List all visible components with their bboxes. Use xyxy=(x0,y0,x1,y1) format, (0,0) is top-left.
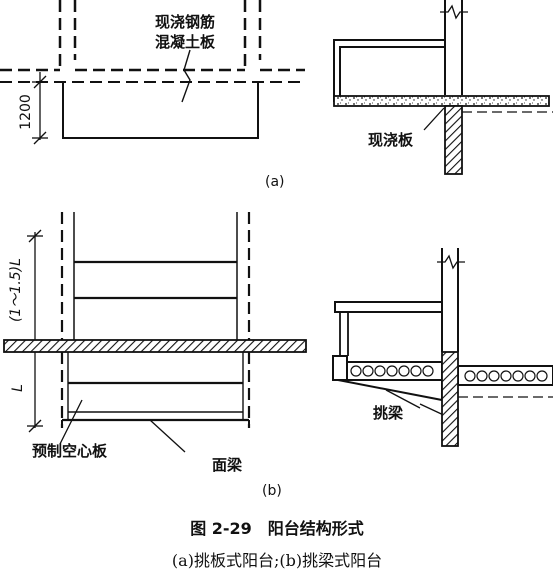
face-beam-label: 面梁 xyxy=(212,456,243,474)
slab-label-line2: 混凝土板 xyxy=(155,33,216,51)
section-a-wall-hatch xyxy=(444,105,463,175)
slab-label-line1: 现浇钢筋 xyxy=(155,13,215,31)
dimension-1200: 1200 xyxy=(18,94,34,130)
panel-b-wall-hatch xyxy=(3,339,307,353)
panel-a-tag: (a) xyxy=(265,174,285,190)
dim-lower: L xyxy=(10,384,26,392)
section-label-slab: 现浇板 xyxy=(368,131,414,149)
panel-a-plan xyxy=(0,0,305,145)
panel-b-plan xyxy=(27,212,251,453)
hollow-slab-label: 预制空心板 xyxy=(32,442,108,460)
panel-b-tag: (b) xyxy=(262,483,282,499)
interior-slab-section xyxy=(457,365,553,386)
panel-a-section xyxy=(333,0,468,102)
section-a-leader xyxy=(423,107,445,131)
caption-subtitle: (a)挑板式阳台;(b)挑梁式阳台 xyxy=(172,551,382,570)
cantilever-slab-section xyxy=(333,95,550,107)
section-b-wall-hatch xyxy=(441,351,459,447)
dim-upper: (1～1.5)L xyxy=(8,258,24,322)
caption-title: 图 2-29 阳台结构形式 xyxy=(190,519,364,538)
hollow-core-circles xyxy=(350,365,548,382)
cantilever-beam-label: 挑梁 xyxy=(373,404,404,422)
